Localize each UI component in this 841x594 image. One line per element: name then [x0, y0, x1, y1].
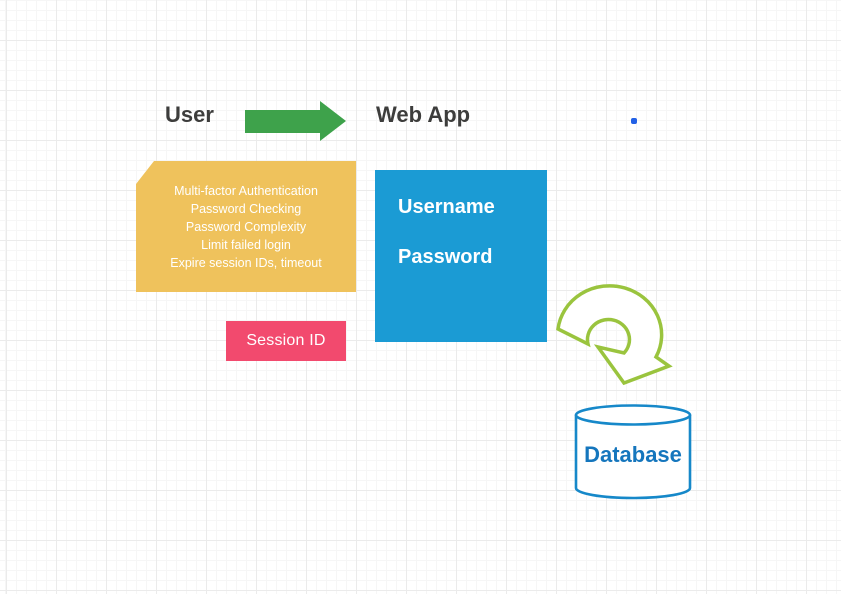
- database-label: Database: [584, 442, 682, 467]
- flow-arrow-icon[interactable]: [245, 101, 346, 141]
- database-icon[interactable]: [574, 404, 692, 500]
- note-line: Password Complexity: [185, 219, 307, 234]
- redo-arrow-icon[interactable]: [556, 284, 673, 386]
- password-label: Password: [398, 246, 493, 268]
- webapp-label[interactable]: Web App: [376, 102, 471, 127]
- user-label[interactable]: User: [165, 102, 214, 127]
- username-label: Username: [398, 196, 495, 218]
- blue-dot: [631, 118, 637, 124]
- note-line: Limit failed login: [201, 237, 291, 252]
- session-id-label: Session ID: [246, 332, 326, 349]
- security-note-shape[interactable]: Multi-factor Authentication Password Che…: [136, 161, 356, 292]
- database-body: [574, 415, 692, 500]
- note-line: Expire session IDs, timeout: [170, 255, 322, 270]
- note-line: Password Checking: [190, 201, 302, 216]
- database-top: [574, 404, 692, 426]
- note-line: Multi-factor Authentication: [174, 183, 318, 198]
- credentials-panel[interactable]: Username Password: [375, 170, 547, 342]
- session-id-box[interactable]: Session ID: [226, 321, 346, 361]
